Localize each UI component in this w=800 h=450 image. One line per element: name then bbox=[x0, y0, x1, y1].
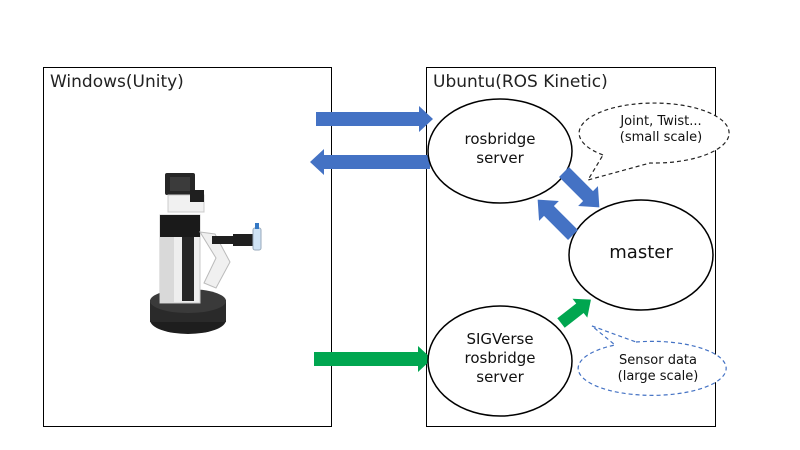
arrow-windows-to-sigverse bbox=[314, 346, 432, 372]
callout-small-bubble bbox=[578, 102, 730, 181]
arrow-master-to-rosbridge bbox=[537, 199, 578, 240]
callout-small-text: Joint, Twist... (small scale) bbox=[593, 114, 729, 147]
arrow-windows-to-rosbridge bbox=[316, 106, 433, 132]
rosbridge-label: rosbridge server bbox=[450, 130, 550, 168]
robot-image bbox=[150, 173, 262, 334]
master-label: master bbox=[609, 242, 673, 263]
sigverse-label-line: SIGVerse bbox=[466, 330, 534, 348]
sigverse-node bbox=[427, 305, 573, 417]
arrow-sigverse-to-master bbox=[557, 298, 591, 328]
callout-small-line: Joint, Twist... bbox=[620, 114, 702, 129]
rosbridge-label-line: rosbridge bbox=[464, 130, 536, 148]
ubuntu-box-title: Ubuntu(ROS Kinetic) bbox=[433, 72, 608, 92]
arrow-rosbridge-to-windows bbox=[310, 149, 430, 175]
rosbridge-label-line: server bbox=[476, 148, 524, 167]
sigverse-label: SIGVerse rosbridge server bbox=[440, 330, 560, 386]
sigverse-label-line: rosbridge bbox=[464, 348, 536, 367]
sigverse-label-line: server bbox=[476, 367, 524, 386]
master-node bbox=[568, 199, 714, 311]
rosbridge-node bbox=[427, 98, 573, 204]
windows-box-title: Windows(Unity) bbox=[50, 72, 184, 92]
callout-large-line: Sensor data bbox=[619, 353, 697, 368]
arrow-rosbridge-to-master bbox=[559, 167, 600, 208]
callout-large-text: Sensor data (large scale) bbox=[590, 353, 726, 386]
callout-large-bubble bbox=[577, 325, 727, 396]
callout-large-line: (large scale) bbox=[617, 369, 699, 385]
callout-small-line: (small scale) bbox=[619, 130, 703, 146]
